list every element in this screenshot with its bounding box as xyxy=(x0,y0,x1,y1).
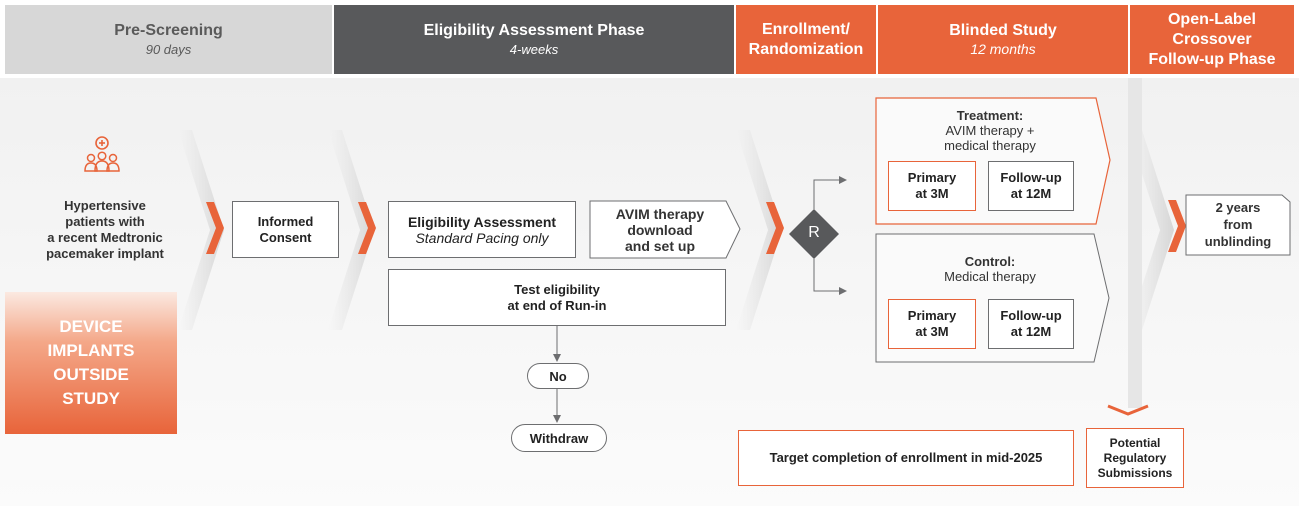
treatment-heading: Treatment: AVIM therapy + medical therap… xyxy=(890,108,1090,153)
treatment-line1: AVIM therapy + xyxy=(945,123,1035,138)
phase-blinded-title: Blinded Study xyxy=(949,22,1057,39)
patients-line3: a recent Medtronic xyxy=(47,230,163,245)
phase-enrollment-line1: Enrollment/ xyxy=(761,20,850,38)
withdraw-pill: Withdraw xyxy=(511,424,607,452)
device-line1: DEVICE xyxy=(59,317,123,336)
patients-line2: patients with xyxy=(65,214,145,229)
treatment-title: Treatment: xyxy=(956,108,1024,123)
orange-chevron-4 xyxy=(1168,200,1186,252)
device-line2: IMPLANTS xyxy=(47,341,135,360)
device-implants-outside-study: DEVICE IMPLANTS OUTSIDE STUDY xyxy=(5,292,177,434)
informed-consent-line1: Informed xyxy=(257,213,314,229)
informed-consent-line2: Consent xyxy=(259,229,312,245)
phase-eligibility-title: Eligibility Assessment Phase xyxy=(423,22,645,39)
patients-line4: pacemaker implant xyxy=(46,246,164,261)
chevron-shade-4 xyxy=(1128,130,1174,330)
phase-pre-screening: Pre-Screening 90 days xyxy=(5,5,332,74)
chevron-shade-2 xyxy=(328,130,374,330)
phase-open-label-line2: Crossover xyxy=(1172,30,1252,48)
test-eligibility-box: Test eligibility at end of Run-in xyxy=(388,269,726,326)
phase-open-label: Open-Label Crossover Follow-up Phase xyxy=(1130,5,1294,74)
two-years-line3: unblinding xyxy=(1204,234,1272,249)
phase-open-label-line3: Follow-up Phase xyxy=(1148,50,1276,68)
device-line4: STUDY xyxy=(62,389,120,408)
avim-setup-label: AVIM therapy download and set up xyxy=(600,206,720,254)
two-years-line2: from xyxy=(1223,217,1253,232)
two-years-label: 2 years from unblinding xyxy=(1186,199,1290,250)
target-completion-box: Target completion of enrollment in mid-2… xyxy=(738,430,1074,486)
treatment-followup-line1: Follow-up xyxy=(1000,170,1062,185)
test-eligibility-line2: at end of Run-in xyxy=(507,297,607,313)
test-eligibility-line1: Test eligibility xyxy=(514,281,600,297)
control-primary-line2: at 3M xyxy=(915,324,949,339)
control-primary-line1: Primary xyxy=(907,308,957,323)
device-line3: OUTSIDE xyxy=(53,365,129,384)
regulatory-line1: Potential xyxy=(1109,435,1161,450)
withdraw-label: Withdraw xyxy=(529,430,589,446)
branch-to-treatment xyxy=(813,176,847,209)
target-completion-text: Target completion of enrollment in mid-2… xyxy=(769,450,1043,465)
patients-line1: Hypertensive xyxy=(64,198,146,213)
two-years-line1: 2 years xyxy=(1215,200,1261,215)
hypertensive-patients-label: Hypertensive patients with a recent Medt… xyxy=(30,198,180,262)
no-pill: No xyxy=(527,363,589,389)
phase-eligibility: Eligibility Assessment Phase 4-weeks xyxy=(334,5,734,74)
regulatory-submissions-box: Potential Regulatory Submissions xyxy=(1086,428,1184,488)
orange-chevron-3 xyxy=(766,202,784,254)
phase-divider-band xyxy=(1128,78,1142,408)
control-followup-box: Follow-up at 12M xyxy=(988,299,1074,349)
treatment-followup-line2: at 12M xyxy=(1010,186,1052,201)
phase-enrollment-line2: Randomization xyxy=(748,40,864,58)
phase-blinded-duration: 12 months xyxy=(970,41,1036,57)
patients-icon xyxy=(82,135,122,177)
phase-blinded-study: Blinded Study 12 months xyxy=(878,5,1128,74)
orange-chevron-2 xyxy=(358,202,376,254)
no-label: No xyxy=(549,368,567,384)
avim-line3: and set up xyxy=(624,238,695,254)
control-followup-line1: Follow-up xyxy=(1000,308,1062,323)
phase-enrollment: Enrollment/ Randomization xyxy=(736,5,876,74)
control-line1: Medical therapy xyxy=(944,269,1036,284)
control-title: Control: xyxy=(964,254,1016,269)
phase-open-label-line1: Open-Label xyxy=(1167,10,1256,28)
chevron-shade-1 xyxy=(178,130,224,330)
down-chevron xyxy=(1107,404,1149,416)
treatment-primary-line2: at 3M xyxy=(915,186,949,201)
orange-chevron-1 xyxy=(206,202,224,254)
treatment-primary-box: Primary at 3M xyxy=(888,161,976,211)
regulatory-line2: Regulatory xyxy=(1103,450,1167,465)
phase-pre-screening-duration: 90 days xyxy=(145,42,192,57)
treatment-primary-line1: Primary xyxy=(907,170,957,185)
eligibility-assessment-box: Eligibility Assessment Standard Pacing o… xyxy=(388,201,576,258)
control-followup-line2: at 12M xyxy=(1010,324,1052,339)
treatment-followup-box: Follow-up at 12M xyxy=(988,161,1074,211)
treatment-line2: medical therapy xyxy=(944,138,1036,153)
two-years-shape xyxy=(1185,194,1291,256)
phase-pre-screening-title: Pre-Screening xyxy=(114,22,223,39)
avim-line1: AVIM therapy xyxy=(615,206,705,222)
regulatory-line3: Submissions xyxy=(1097,465,1173,480)
randomize-diamond xyxy=(789,209,839,259)
eligibility-assessment-title: Eligibility Assessment xyxy=(407,213,557,230)
branch-to-control xyxy=(813,259,847,295)
control-primary-box: Primary at 3M xyxy=(888,299,976,349)
randomize-label: R xyxy=(808,224,820,241)
avim-setup-shape xyxy=(589,200,741,259)
phase-eligibility-duration: 4-weeks xyxy=(509,42,559,57)
avim-line2: download xyxy=(627,222,693,238)
control-heading: Control: Medical therapy xyxy=(890,254,1090,284)
chevron-shade-3 xyxy=(736,130,782,330)
eligibility-assessment-sub: Standard Pacing only xyxy=(415,229,549,246)
informed-consent-box: Informed Consent xyxy=(232,201,339,258)
